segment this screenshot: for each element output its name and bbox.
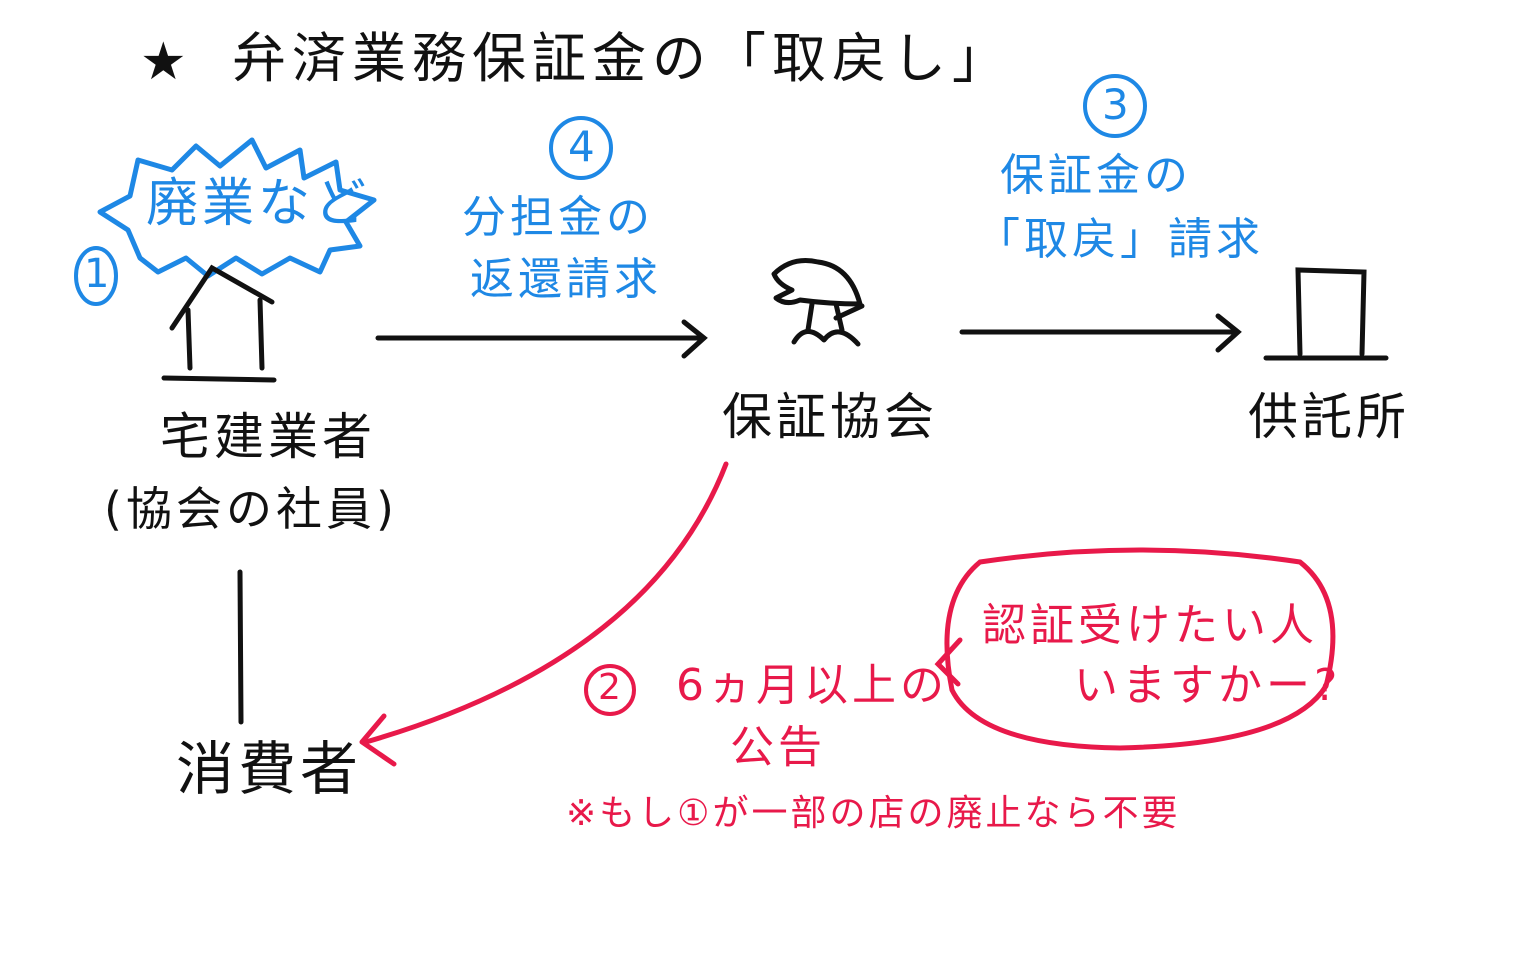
step-3-circle (1083, 74, 1147, 138)
step-3-line1: 保証金の (1000, 150, 1192, 201)
bird-icon (771, 258, 865, 347)
speech-bubble-pointer (934, 637, 963, 687)
speech-bubble-shape (944, 547, 1336, 751)
step-4-circle (549, 116, 613, 180)
dealer-label: 宅建業者 (160, 408, 376, 466)
step-2-line2: 公告 (730, 722, 826, 773)
step-4-line1: 分担金の (462, 192, 654, 243)
dealer-sublabel: (協会の社員) (104, 482, 398, 536)
step-1-burst-text: 廃業など (146, 174, 371, 234)
arrow-association-to-office (959, 313, 1242, 353)
speech-bubble-line1: 認証受けたい人 (982, 600, 1318, 651)
step-1-number: 1 (84, 251, 110, 297)
burst-shape (97, 137, 377, 279)
step-2-line1: 6ヵ月以上の (676, 660, 948, 711)
office-building-icon (1263, 267, 1389, 361)
line-dealer-to-consumer (237, 569, 244, 725)
step-2-note: ※もし①が一部の店の廃止なら不要 (566, 793, 1181, 834)
title-star-icon: ★ (140, 32, 191, 92)
page-title: 弁済業務保証金の「取戻し」 (232, 27, 1012, 90)
arrow-association-to-consumer (359, 461, 729, 767)
step-3-line2: 「取戻」請求 (976, 214, 1264, 265)
step-3-number: 3 (1102, 80, 1129, 129)
office-label: 供託所 (1248, 388, 1410, 446)
step-1-circle (74, 246, 118, 306)
step-2-number: 2 (598, 667, 621, 708)
speech-bubble-line2: いますかー? (1074, 660, 1342, 711)
association-label: 保証協会 (722, 388, 938, 446)
arrow-dealer-to-association (375, 319, 708, 359)
consumer-label: 消費者 (176, 735, 363, 803)
step-4-line2: 返還請求 (470, 254, 662, 305)
step-2-circle (584, 664, 636, 716)
house-icon (161, 264, 277, 383)
step-4-number: 4 (568, 122, 595, 171)
